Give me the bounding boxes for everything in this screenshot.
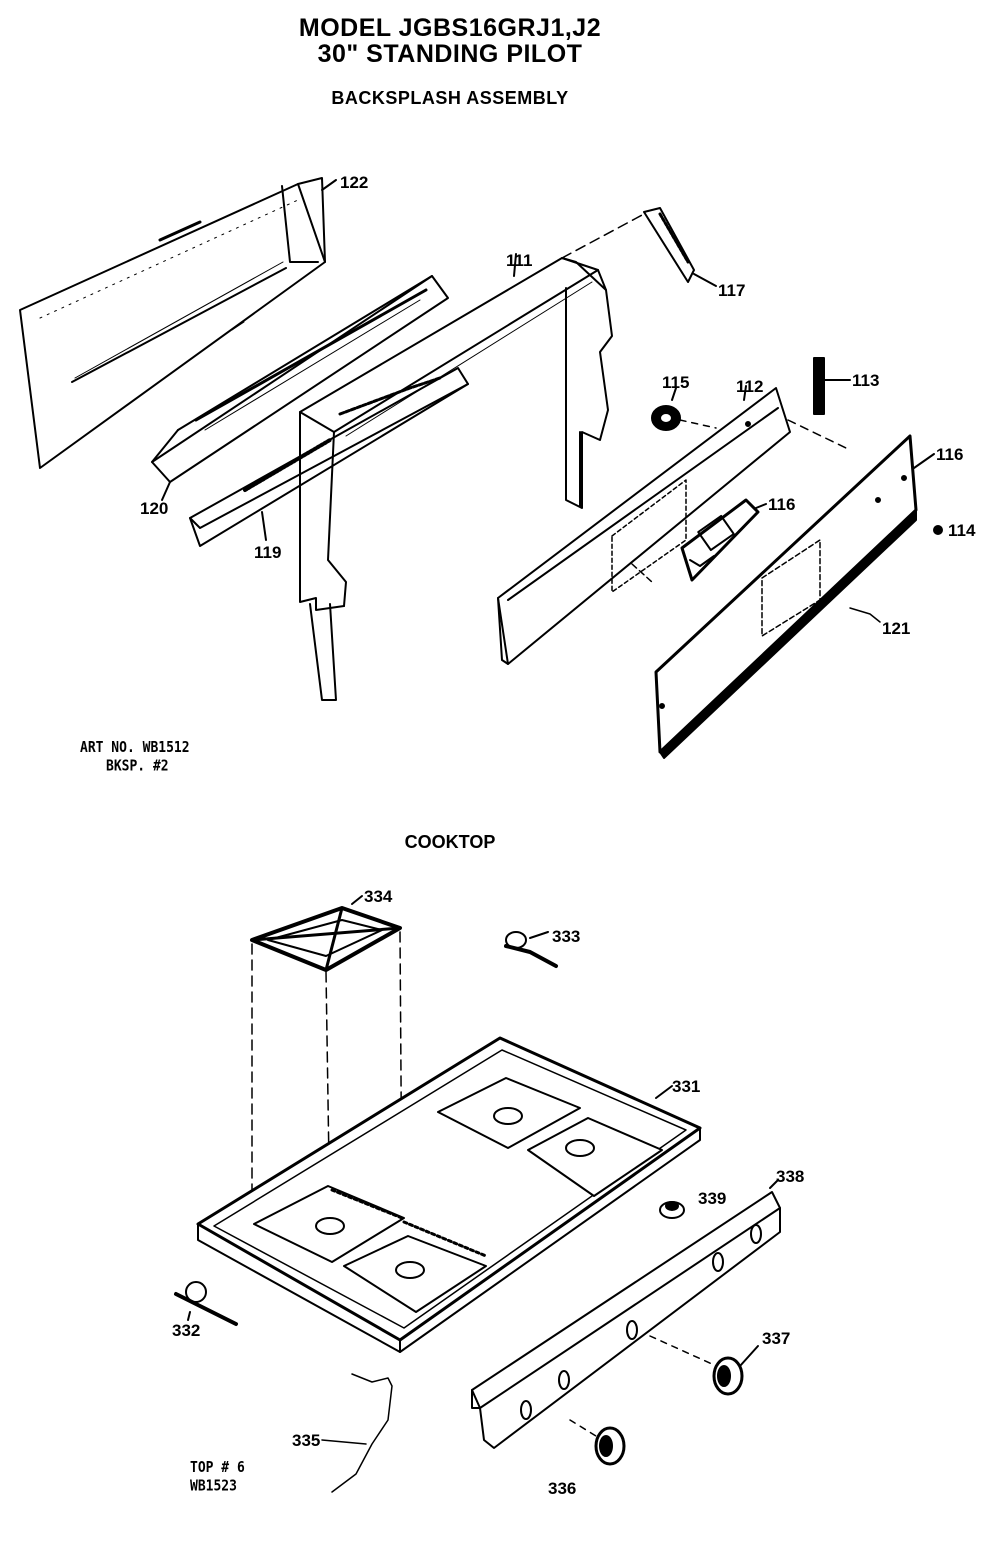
model-title: MODEL JGBS16GRJ1,J2 [298,14,602,42]
cooktop-top-number: TOP # 6 [190,1459,245,1477]
part-117-end-cap [643,207,695,283]
part-118-glass [654,434,918,759]
label-114: 114 [948,521,976,540]
label-112: 112 [736,377,763,396]
part-339-knob [659,1201,685,1219]
part-122-rear-panel [19,177,326,469]
label-120: 120 [140,499,168,518]
part-number-labels: 122 111 117 115 112 113 116 114 116 121 … [140,173,976,1498]
label-333: 333 [552,927,580,946]
backsplash-art-note: ART NO. WB1512 BKSP. #2 [80,740,190,777]
part-331-cooktop [196,1036,702,1353]
label-118: 116 [936,445,963,464]
backsplash-section-title: BACKSPLASH ASSEMBLY [331,88,569,108]
part-113-bracket [813,357,851,415]
model-subtitle: 30" STANDING PILOT [317,40,583,68]
label-121: 121 [882,619,910,638]
part-335-thermocouple [331,1373,393,1493]
label-339: 339 [698,1189,726,1208]
label-338: 338 [776,1167,804,1186]
label-331: 331 [672,1077,700,1096]
label-332: 332 [172,1321,200,1340]
part-111-frame [299,257,613,701]
part-121-screw [849,607,881,623]
cooktop-section-title: COOKTOP [404,832,496,852]
label-335: 335 [292,1431,320,1450]
part-112-control-panel [497,387,791,665]
label-111: 111 [506,251,533,270]
label-117: 117 [718,281,745,300]
part-114-screw [933,525,943,535]
label-119: 119 [254,543,281,562]
label-115: 115 [662,373,689,392]
cooktop-art-number: WB1523 [190,1478,237,1496]
backsplash-bksp-number: BKSP. #2 [106,758,169,776]
backsplash-art-number: ART NO. WB1512 [80,739,190,757]
label-113: 113 [852,371,879,390]
part-115-screw [651,405,681,431]
label-336: 336 [548,1479,576,1498]
part-337-knob [712,1356,744,1396]
part-333-valve [504,931,558,968]
label-337: 337 [762,1329,790,1348]
part-338-manifold-panel [471,1191,781,1449]
part-119-bracket [189,367,469,547]
label-122: 122 [340,173,368,192]
part-116-timer [680,498,760,582]
part-334-grate [250,906,402,972]
part-336-knob [594,1426,626,1466]
cooktop-art-note: TOP # 6 WB1523 [190,1460,245,1497]
part-120-trim [151,275,449,483]
label-334: 334 [364,887,393,906]
label-116: 116 [768,495,795,514]
part-332-valve [174,1281,238,1326]
